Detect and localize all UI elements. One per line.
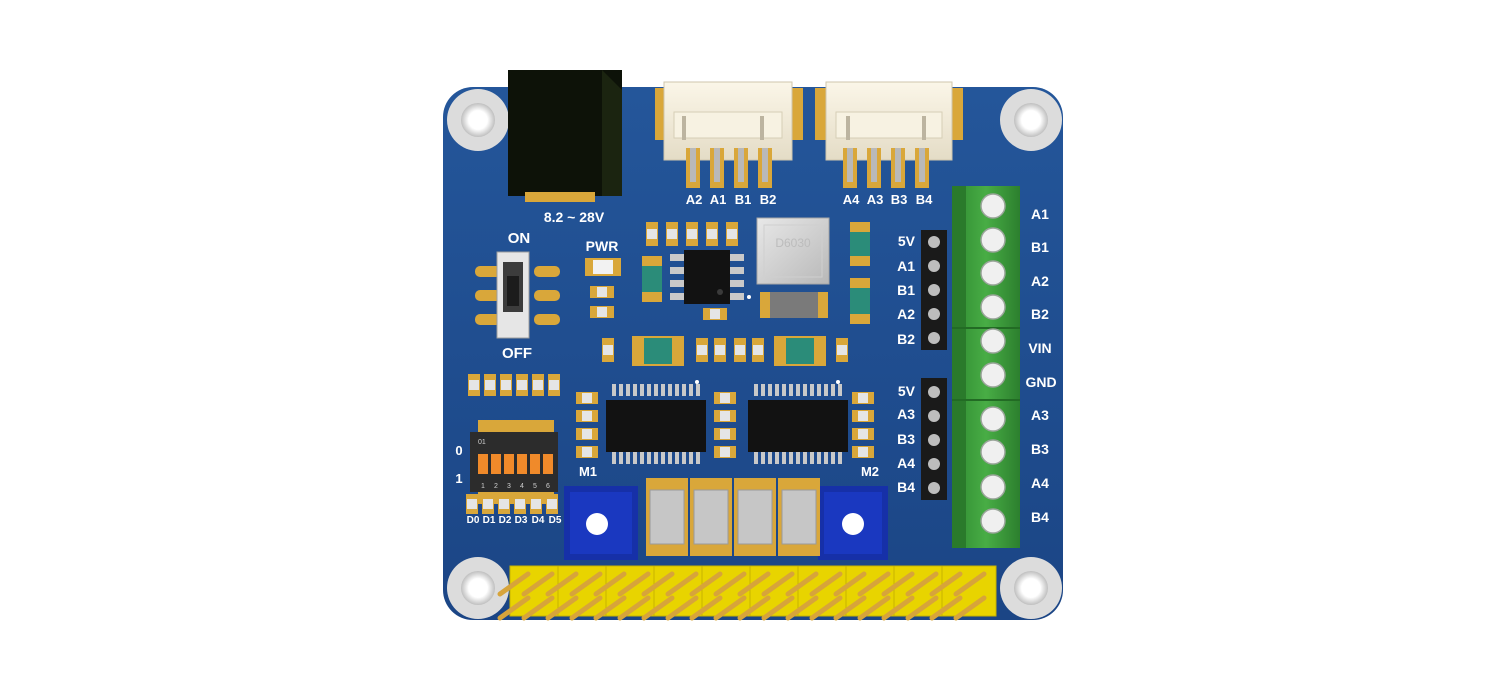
header-m2-label: A3: [897, 406, 915, 422]
schottky-diode: [760, 292, 828, 318]
smd-passives: [468, 222, 874, 458]
header-m1-label: B2: [897, 331, 915, 347]
terminal-label: VIN: [1028, 340, 1051, 356]
dip-address-label: D0: [467, 515, 480, 526]
motor-connector-left: [655, 81, 803, 188]
dip-number: 1: [481, 483, 485, 490]
pwr-led-label: PWR: [586, 238, 619, 254]
connector-left-label: A1: [710, 192, 727, 207]
motor-driver-ic-2: [748, 380, 848, 464]
header-m1-label: B1: [897, 282, 915, 298]
header-m2-label: A4: [897, 455, 915, 471]
header-m1-label: A2: [897, 306, 915, 322]
gpio-header-40pin: [497, 565, 997, 621]
header-m2-label: B3: [897, 431, 915, 447]
header-m1-label: 5V: [898, 233, 916, 249]
connector-right-label: A4: [843, 192, 860, 207]
terminal-label: A4: [1031, 475, 1049, 491]
power-slide-switch: [475, 251, 560, 339]
dip-state-one-label: 1: [455, 471, 462, 486]
power-switch-on-label: ON: [508, 230, 531, 247]
connector-left-label: B2: [760, 192, 777, 207]
terminal-label: B2: [1031, 306, 1049, 322]
header-m2-label: B4: [897, 479, 915, 495]
connector-right-label: B3: [891, 192, 908, 207]
address-resistors: [466, 494, 558, 514]
dip-address-label: D1: [483, 515, 496, 526]
dip-number: 2: [494, 483, 498, 490]
pin-header-m2: [921, 378, 947, 500]
terminal-label: GND: [1025, 374, 1056, 390]
dip-number: 3: [507, 483, 511, 490]
dip-number: 5: [533, 483, 537, 490]
pwr-led: [585, 258, 621, 276]
dip-address-label: D2: [499, 515, 512, 526]
dip-number: 4: [520, 483, 524, 490]
screw-terminal-block: [952, 186, 1020, 548]
dc-power-jack: [508, 70, 622, 202]
motor-connector-right: [815, 81, 963, 188]
dip-address-label: D3: [515, 515, 528, 526]
dip-state-zero-label: 0: [455, 443, 462, 458]
current-sense-resistors: [646, 478, 820, 556]
terminal-label: B4: [1031, 509, 1049, 525]
address-dip-switch: [470, 420, 558, 504]
power-switch-off-label: OFF: [502, 345, 532, 362]
regulator-ic: [670, 250, 751, 304]
motor-m2-label: M2: [861, 464, 879, 479]
header-m2-label: 5V: [898, 383, 916, 399]
terminal-label: B3: [1031, 441, 1049, 457]
mounting-holes: [447, 89, 1062, 619]
dip-address-label: D5: [549, 515, 562, 526]
connector-right-label: B4: [916, 192, 933, 207]
pin-header-m1: [921, 230, 947, 350]
terminal-label: B1: [1031, 239, 1049, 255]
connector-left-label: A2: [686, 192, 703, 207]
terminal-label: A3: [1031, 407, 1049, 423]
dip-switch-numbers: 1 2 3 4 5 6: [481, 483, 550, 490]
header-m1-label: A1: [897, 258, 915, 274]
motor-driver-ic-1: [606, 380, 706, 464]
dip-small-marking: 01: [478, 439, 486, 446]
current-limit-pot-m2: [818, 486, 888, 560]
dip-number: 6: [546, 483, 550, 490]
dip-address-label: D4: [532, 515, 545, 526]
inductor-marking: D6030: [775, 236, 811, 250]
connector-right-label: A3: [867, 192, 884, 207]
terminal-label: A2: [1031, 273, 1049, 289]
connector-left-label: B1: [735, 192, 752, 207]
power-inductor: [756, 217, 830, 285]
terminal-label: A1: [1031, 206, 1049, 222]
current-limit-pot-m1: [564, 486, 638, 560]
voltage-range-label: 8.2 ~ 28V: [544, 209, 605, 225]
motor-m1-label: M1: [579, 464, 597, 479]
